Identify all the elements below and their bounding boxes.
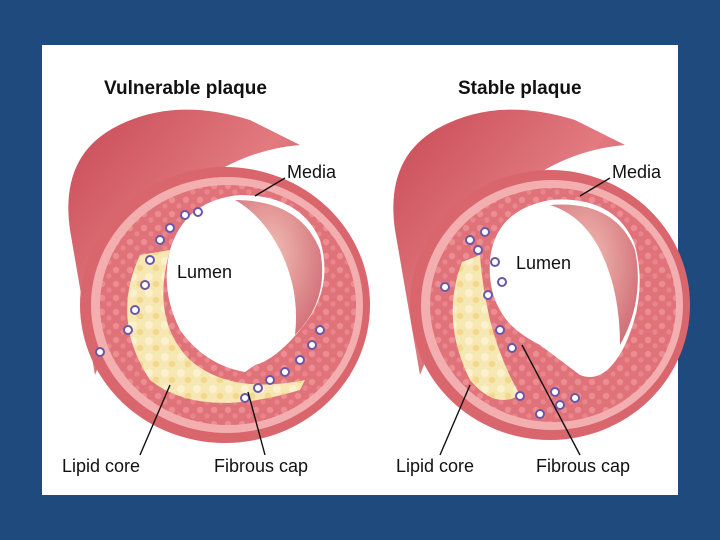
vessel-wall-outer bbox=[68, 109, 300, 375]
lumen-inner-wall bbox=[235, 200, 323, 335]
foam-cells bbox=[95, 207, 325, 403]
media-label: Media bbox=[612, 162, 662, 182]
leader-lines bbox=[439, 177, 611, 456]
leader-lines bbox=[139, 177, 286, 456]
fibrous-cap-label: Fibrous cap bbox=[536, 456, 631, 476]
lumen-label: Lumen bbox=[516, 253, 572, 273]
lipid-core bbox=[127, 250, 305, 403]
lipid-core-label: Lipid core bbox=[396, 456, 475, 476]
stable-plaque-illustration bbox=[393, 109, 690, 456]
stable-plaque-title: Stable plaque bbox=[458, 78, 582, 99]
vulnerable-plaque-illustration bbox=[68, 109, 370, 456]
lipid-core bbox=[452, 255, 520, 400]
lipid-core-label: Lipid core bbox=[62, 456, 141, 476]
vessel-wall-outer bbox=[393, 109, 625, 375]
vulnerable-plaque-title: Vulnerable plaque bbox=[104, 78, 267, 99]
lumen-label: Lumen bbox=[177, 262, 233, 282]
media-label: Media bbox=[287, 162, 337, 182]
foam-cells bbox=[440, 227, 580, 419]
fibrous-cap-label: Fibrous cap bbox=[214, 456, 309, 476]
lumen-inner-wall bbox=[550, 204, 638, 345]
